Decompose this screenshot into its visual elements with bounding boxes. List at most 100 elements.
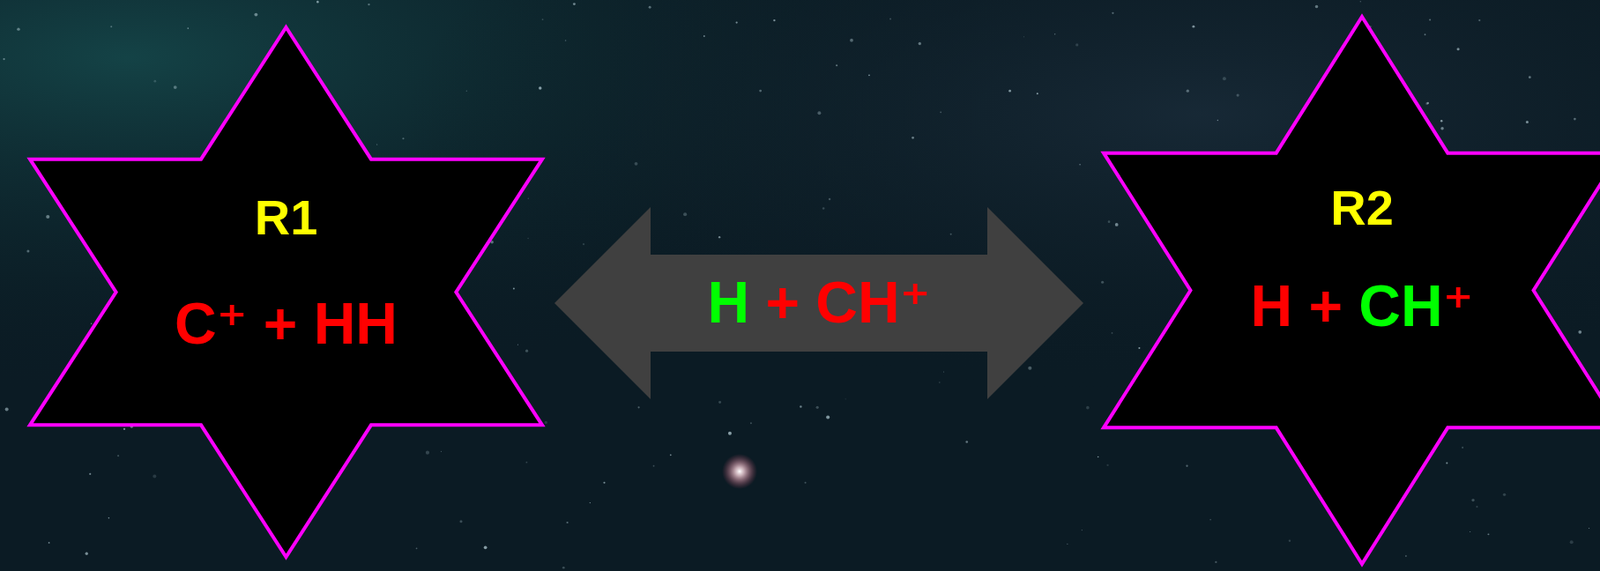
- background-star: [637, 406, 640, 409]
- background-star: [1428, 18, 1431, 21]
- background-star: [817, 111, 821, 115]
- background-star: [1209, 519, 1211, 521]
- background-star: [525, 461, 528, 464]
- background-star: [425, 451, 430, 455]
- background-star: [517, 344, 519, 346]
- background-star: [1097, 456, 1100, 459]
- background-star: [1115, 223, 1119, 227]
- background-star: [1222, 76, 1227, 81]
- background-star: [316, 0, 320, 4]
- reaction-formula: H + CH⁺: [1246, 273, 1477, 341]
- background-star: [416, 547, 418, 550]
- exchange-formula: H + CH⁺: [703, 269, 934, 337]
- background-star: [849, 38, 854, 43]
- background-star: [1191, 25, 1195, 29]
- background-star: [376, 143, 378, 145]
- background-star: [45, 215, 50, 219]
- background-star: [1445, 462, 1448, 465]
- background-star: [573, 2, 576, 6]
- background-star: [1138, 347, 1140, 350]
- reaction-id: R2: [1326, 179, 1398, 237]
- background-star: [89, 473, 91, 476]
- background-star: [5, 408, 9, 412]
- background-star: [1424, 33, 1427, 36]
- background-star: [108, 517, 111, 520]
- background-star: [528, 198, 529, 200]
- background-star: [1086, 406, 1090, 410]
- background-star: [826, 416, 830, 420]
- background-star: [538, 86, 542, 90]
- background-star: [440, 451, 442, 453]
- reaction-arrow: [554, 207, 1084, 400]
- background-star: [1570, 540, 1574, 544]
- background-star: [152, 474, 157, 478]
- background-star: [1525, 120, 1529, 124]
- background-star: [634, 162, 639, 166]
- background-star: [1471, 498, 1474, 502]
- background-star: [582, 243, 585, 246]
- background-star: [123, 428, 126, 431]
- background-star: [1236, 93, 1240, 97]
- background-star: [943, 371, 945, 373]
- text-row: H + CH⁺: [1101, 273, 1600, 341]
- reaction-formula: C⁺ + HH: [171, 290, 402, 358]
- background-star: [845, 398, 847, 400]
- background-star: [1577, 330, 1582, 335]
- background-star: [1405, 555, 1407, 558]
- background-star: [804, 482, 807, 484]
- background-star: [1478, 19, 1481, 22]
- background-star: [1315, 5, 1318, 8]
- background-star: [1027, 366, 1032, 371]
- background-star: [1106, 464, 1109, 467]
- background-star: [1036, 92, 1039, 95]
- background-star: [1066, 543, 1068, 545]
- background-star: [253, 13, 258, 17]
- background-star: [736, 21, 738, 23]
- background-star: [799, 405, 802, 408]
- background-star: [1185, 465, 1188, 468]
- background-star: [1081, 529, 1083, 531]
- background-star: [1075, 43, 1079, 46]
- background-star: [1360, 0, 1362, 2]
- background-star: [2, 58, 5, 60]
- background-star: [26, 250, 30, 254]
- background-star: [1108, 220, 1111, 224]
- background-star: [950, 233, 953, 236]
- edge-label-box: H + CH⁺: [703, 269, 934, 337]
- background-star: [939, 111, 942, 113]
- background-star: [1588, 528, 1590, 529]
- background-star: [16, 27, 20, 30]
- background-star: [1008, 89, 1012, 93]
- background-star: [117, 454, 120, 457]
- background-star: [1440, 126, 1444, 130]
- background-star: [759, 89, 762, 93]
- bright-star: [721, 453, 758, 490]
- background-star: [90, 323, 93, 326]
- background-star: [889, 18, 892, 21]
- background-star: [1023, 36, 1025, 38]
- text-row: C⁺ + HH: [28, 290, 544, 358]
- background-star: [911, 136, 915, 140]
- background-star: [718, 236, 721, 239]
- background-star: [1101, 281, 1104, 284]
- background-star: [822, 207, 826, 210]
- background-star: [965, 440, 968, 444]
- reaction-id: R1: [251, 189, 322, 246]
- background-star: [48, 542, 51, 544]
- background-star: [1461, 446, 1464, 449]
- background-star: [1475, 506, 1478, 508]
- background-star: [669, 453, 672, 456]
- background-star: [85, 552, 89, 556]
- background-star: [918, 42, 922, 45]
- background-star: [173, 85, 178, 90]
- background-star: [459, 520, 462, 523]
- background-star: [1426, 102, 1429, 105]
- background-star: [1440, 119, 1443, 122]
- text-row: R2: [1101, 179, 1600, 237]
- background-star: [1503, 493, 1506, 497]
- background-star: [718, 401, 722, 404]
- background-star: [401, 137, 404, 140]
- background-star: [527, 238, 529, 239]
- background-star: [1528, 75, 1532, 79]
